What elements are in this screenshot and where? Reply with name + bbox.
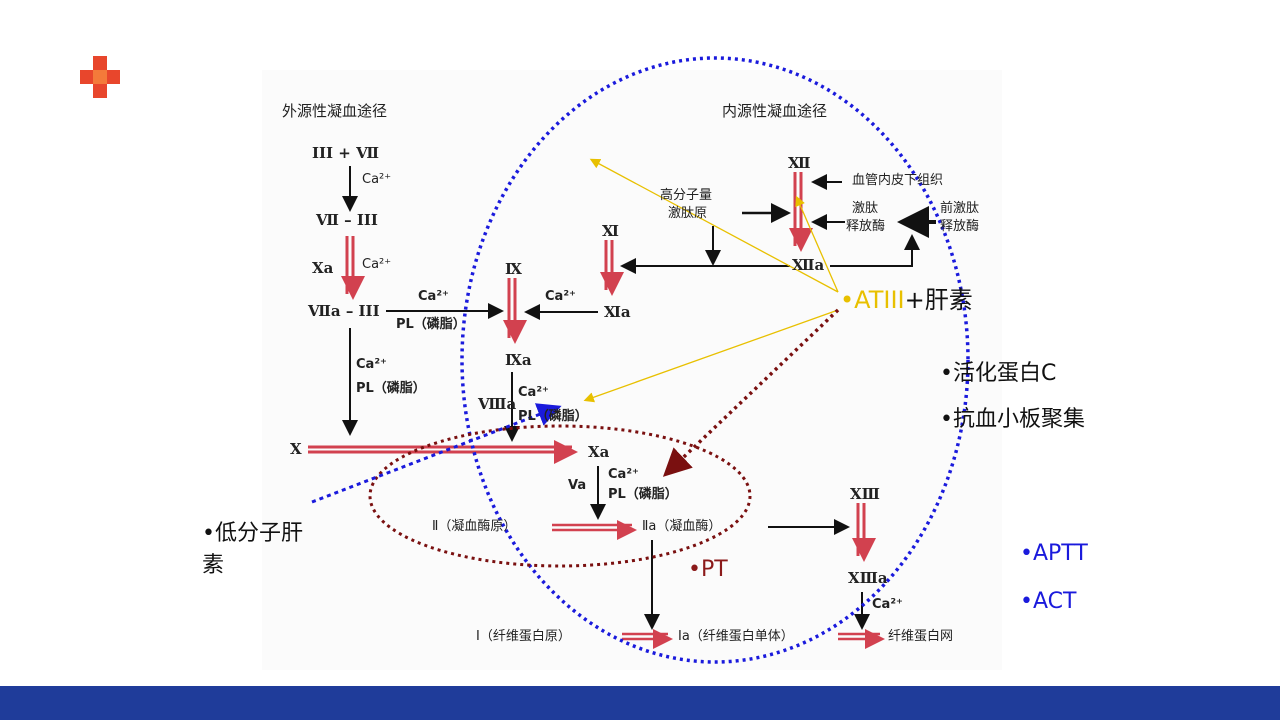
at3-label: ATIII	[854, 286, 905, 314]
label-thrombin: Ⅱa（凝血酶）	[642, 519, 722, 534]
label-va: Va	[568, 478, 587, 493]
red-arrow-xii-to-xiia	[789, 172, 813, 252]
label-x: Ⅹ	[290, 440, 302, 458]
heparin-label: +肝素	[904, 286, 973, 314]
annotation-at3-heparin: •ATIII+肝素	[840, 287, 973, 313]
label-ca1: Ca²⁺	[362, 172, 392, 187]
label-viiia: Ⅷa	[478, 395, 517, 413]
label-pl1: PL（磷脂）	[396, 317, 466, 332]
heading-extrinsic: 外源性凝血途径	[282, 102, 388, 120]
arrow-xiia-to-prekallikrein	[830, 234, 920, 267]
label-iii-vii: III + Ⅶ	[312, 144, 379, 162]
red-cross-icon	[80, 56, 120, 98]
yellow-arrow-to-xii	[795, 195, 839, 293]
footer-bar	[0, 686, 1280, 720]
label-ix: Ⅸ	[505, 260, 522, 278]
label-ca6: Ca²⁺	[518, 385, 549, 400]
label-fibrinogen: Ⅰ（纤维蛋白原）	[476, 629, 571, 644]
blue-arrow-lmwh	[311, 403, 562, 504]
red-arrow-xi-to-xia	[600, 240, 624, 296]
red-arrow-vii-to-viia	[341, 236, 365, 300]
annotation-aptt: •APTT	[1020, 541, 1088, 566]
label-hmwk-1: 高分子量	[660, 188, 713, 203]
red-arrow-ix-to-ixa	[503, 278, 527, 344]
annotation-antiplatelet: •抗血小板聚集	[940, 407, 1085, 432]
darkred-arrow-to-xa	[662, 308, 840, 477]
yellow-arrow-to-viiia	[583, 309, 839, 403]
label-xa-ext: Ⅹa	[312, 259, 334, 277]
red-arrow-prothrombin-to-thrombin	[552, 520, 637, 540]
label-pl2: PL（磷脂）	[356, 381, 426, 396]
yellow-arrow-to-top	[589, 158, 839, 293]
label-ca2: Ca²⁺	[362, 257, 392, 272]
label-ixa: Ⅸa	[505, 351, 532, 369]
label-xiia: Ⅻa	[792, 256, 825, 274]
label-xa: Ⅹa	[588, 443, 610, 461]
label-kallikrein-2: 释放酶	[846, 219, 886, 234]
intrinsic-pathway-circle	[460, 56, 970, 664]
label-pl4: PL（磷脂）	[608, 487, 678, 502]
label-kallikrein-1: 激肽	[852, 201, 879, 216]
label-xia: Ⅺa	[604, 303, 631, 321]
label-xi: Ⅺ	[602, 222, 619, 240]
pt-ellipse	[368, 424, 752, 568]
label-ca4: Ca²⁺	[356, 357, 387, 372]
diagram-background	[262, 70, 1002, 670]
label-ca8: Ca²⁺	[872, 597, 903, 612]
annotation-lmwh-1: •低分子肝	[202, 521, 303, 546]
annotation-apc: •活化蛋白C	[940, 361, 1057, 386]
label-fibrin-monomer: Ⅰa（纤维蛋白单体）	[678, 629, 794, 644]
label-prekallikrein-2: 释放酶	[940, 219, 980, 234]
annotation-pt: •PT	[688, 557, 728, 582]
label-fibrin-net: 纤维蛋白网	[888, 629, 954, 644]
label-hmwk-2: 激肽原	[668, 206, 708, 221]
heading-intrinsic: 内源性凝血途径	[722, 102, 828, 120]
label-xiii: ⅩⅢ	[850, 485, 880, 503]
label-ca7: Ca²⁺	[608, 467, 639, 482]
at3-bullet: •	[840, 286, 855, 314]
annotation-lmwh-2: 素	[202, 553, 225, 578]
red-arrow-xiii-to-xiiia	[852, 503, 876, 562]
label-subendothelium: 血管内皮下组织	[852, 173, 944, 188]
label-pl3: PL（磷脂）	[518, 409, 588, 424]
red-arrow-fibrinogen-to-monomer	[622, 629, 673, 649]
label-vii-iii: Ⅶ – III	[316, 211, 378, 229]
label-ca3: Ca²⁺	[418, 289, 449, 304]
label-prekallikrein-1: 前激肽	[940, 201, 980, 216]
annotation-act: •ACT	[1020, 589, 1077, 614]
red-arrow-monomer-to-net	[838, 629, 885, 649]
label-prothrombin: Ⅱ（凝血酶原）	[432, 519, 517, 534]
label-xiiia: ⅩⅢa	[848, 569, 888, 587]
label-xii: Ⅻ	[788, 154, 811, 172]
label-viia-iii: Ⅶa – III	[308, 302, 380, 320]
label-ca5: Ca²⁺	[545, 289, 576, 304]
